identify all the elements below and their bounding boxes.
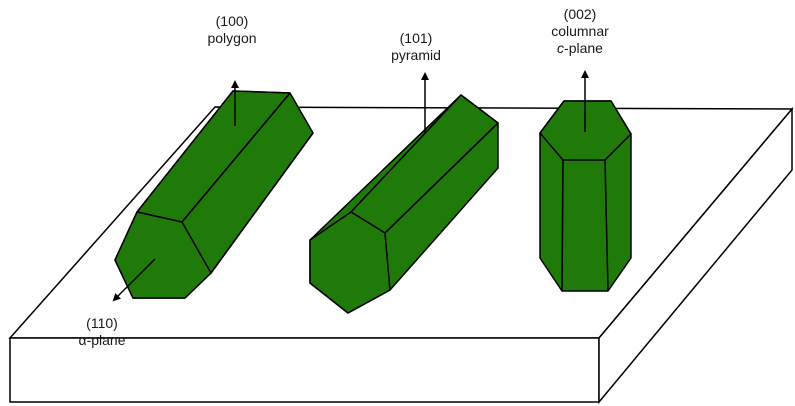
pyramid-crystal bbox=[309, 94, 499, 314]
pyramid-index: (101) bbox=[399, 30, 433, 46]
aplane-label: (110) α-plane bbox=[78, 315, 125, 349]
polygon-name: polygon bbox=[207, 30, 257, 46]
columnar-index: (002) bbox=[563, 6, 597, 22]
aplane-index: (110) bbox=[86, 315, 118, 331]
columnar-plane: c-plane bbox=[551, 40, 609, 57]
aplane-normal-arrow bbox=[112, 258, 156, 302]
aplane-name: α-plane bbox=[78, 332, 126, 348]
polygon-crystal bbox=[114, 90, 314, 299]
polygon-label: (100) polygon bbox=[207, 13, 256, 47]
columnar-name: columnar bbox=[551, 23, 609, 39]
columnar-label: (002) columnar c-plane bbox=[551, 6, 609, 57]
polygon-index: (100) bbox=[215, 13, 249, 29]
polygon-crystal-end-face bbox=[114, 211, 212, 299]
pyramid-crystal-end-face bbox=[309, 211, 391, 314]
pyramid-name: pyramid bbox=[391, 47, 441, 63]
columnar-plane-letter: c bbox=[557, 40, 565, 56]
pyramid-label: (101) pyramid bbox=[391, 30, 441, 64]
columnar-plane-rest: -plane bbox=[564, 40, 603, 56]
substrate-side-face bbox=[598, 106, 793, 405]
